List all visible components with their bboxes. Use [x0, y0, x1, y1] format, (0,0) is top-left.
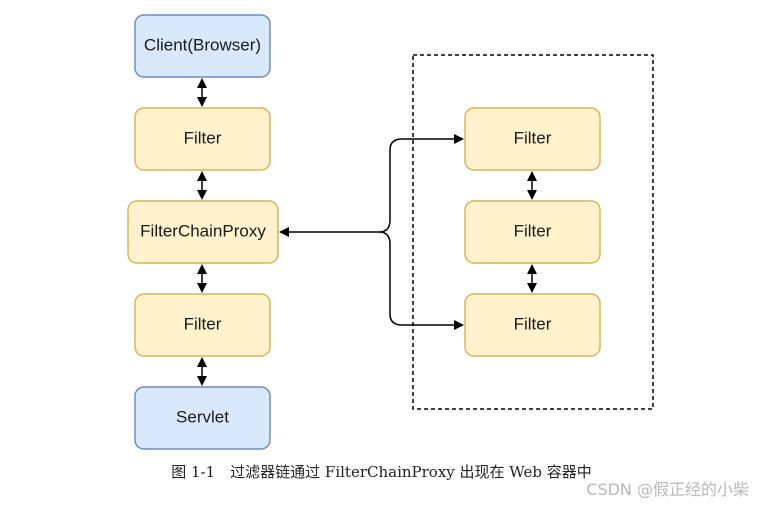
filter-top-label: Filter: [184, 128, 222, 147]
filter-chain-proxy-node: FilterChainProxy: [127, 200, 279, 264]
connector-branch-to-chain-1: [378, 134, 464, 233]
client-node: Client(Browser): [134, 14, 271, 78]
connector-branch-to-chain-3: [378, 231, 464, 330]
filter-bottom-label: Filter: [184, 314, 222, 333]
filter-bottom-node: Filter: [134, 293, 271, 357]
filter-top-node: Filter: [134, 107, 271, 171]
servlet-label: Servlet: [176, 407, 229, 426]
chain-filter-3-label: Filter: [514, 314, 552, 333]
client-label: Client(Browser): [144, 35, 261, 54]
chain-filter-1-label: Filter: [514, 128, 552, 147]
filter-chain-proxy-label: FilterChainProxy: [140, 221, 266, 240]
chain-filter-2-label: Filter: [514, 221, 552, 240]
chain-filter-1-node: Filter: [464, 107, 601, 171]
servlet-node: Servlet: [134, 386, 271, 450]
chain-filter-3-node: Filter: [464, 293, 601, 357]
filter-chain-container: [412, 54, 654, 410]
figure-caption: 图 1-1 过滤器链通过 FilterChainProxy 出现在 Web 容器…: [171, 463, 592, 481]
csdn-watermark: CSDN @假正经的小柴: [586, 480, 749, 499]
chain-filter-2-node: Filter: [464, 200, 601, 264]
